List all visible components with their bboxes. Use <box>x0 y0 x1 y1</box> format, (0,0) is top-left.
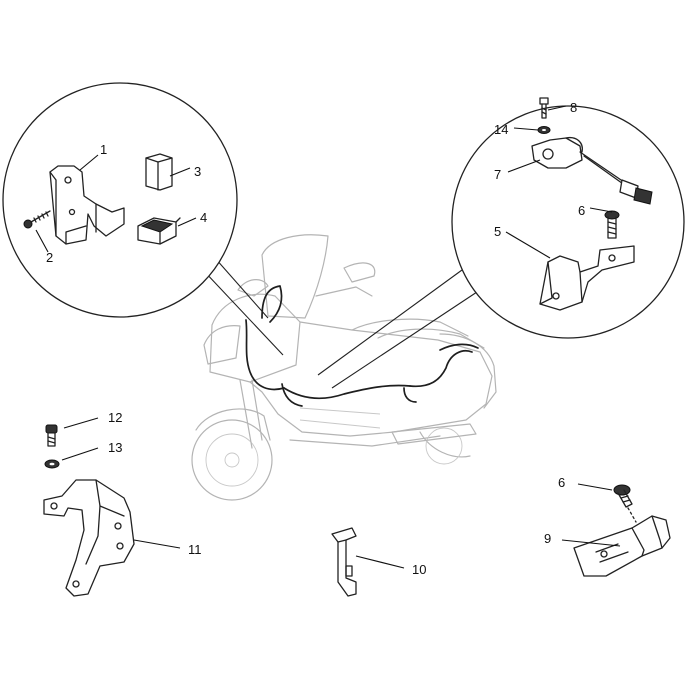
part-3-relay <box>145 153 173 191</box>
part-10-bracket <box>331 527 357 597</box>
callout-2: 2 <box>46 250 53 265</box>
part-8-screw <box>539 97 549 119</box>
callout-7: 7 <box>494 167 501 182</box>
part-6-screw-bottom <box>613 484 637 523</box>
part-13-washer <box>44 459 60 469</box>
wiring-harness <box>245 285 479 407</box>
zoom-line-right-1 <box>317 269 463 376</box>
part-11-bracket <box>43 479 135 597</box>
callout-6-bottom: 6 <box>558 475 565 490</box>
detail-circle-right <box>451 105 685 339</box>
zoom-line-left-2 <box>214 257 269 319</box>
callout-8: 8 <box>570 100 577 115</box>
part-14-washer <box>537 126 551 134</box>
part-9-bracket <box>573 515 671 577</box>
part-2-screw <box>23 210 51 229</box>
callout-11: 11 <box>188 542 202 557</box>
detail-circle-left <box>2 82 238 318</box>
callout-10: 10 <box>412 562 426 577</box>
part-1-bracket <box>49 165 125 245</box>
callout-4: 4 <box>200 210 207 225</box>
callout-6-top: 6 <box>578 203 585 218</box>
scooter-illustration <box>191 234 497 501</box>
zoom-line-left-1 <box>202 269 284 356</box>
part-7-sensor <box>531 136 653 205</box>
callout-13: 13 <box>108 440 122 455</box>
callout-1: 1 <box>100 142 107 157</box>
callout-labels: 1 2 3 4 5 6 7 8 14 6 12 13 11 10 6 9 <box>46 100 585 577</box>
callout-3: 3 <box>194 164 201 179</box>
part-6-screw-top <box>604 210 620 239</box>
part-5-bracket <box>539 245 635 311</box>
part-12-screw <box>45 424 58 447</box>
zoom-line-right-2 <box>331 289 481 389</box>
part-4-connector <box>137 217 181 245</box>
callout-9: 9 <box>544 531 551 546</box>
callout-14: 14 <box>494 122 508 137</box>
callout-5: 5 <box>494 224 501 239</box>
callout-12: 12 <box>108 410 122 425</box>
